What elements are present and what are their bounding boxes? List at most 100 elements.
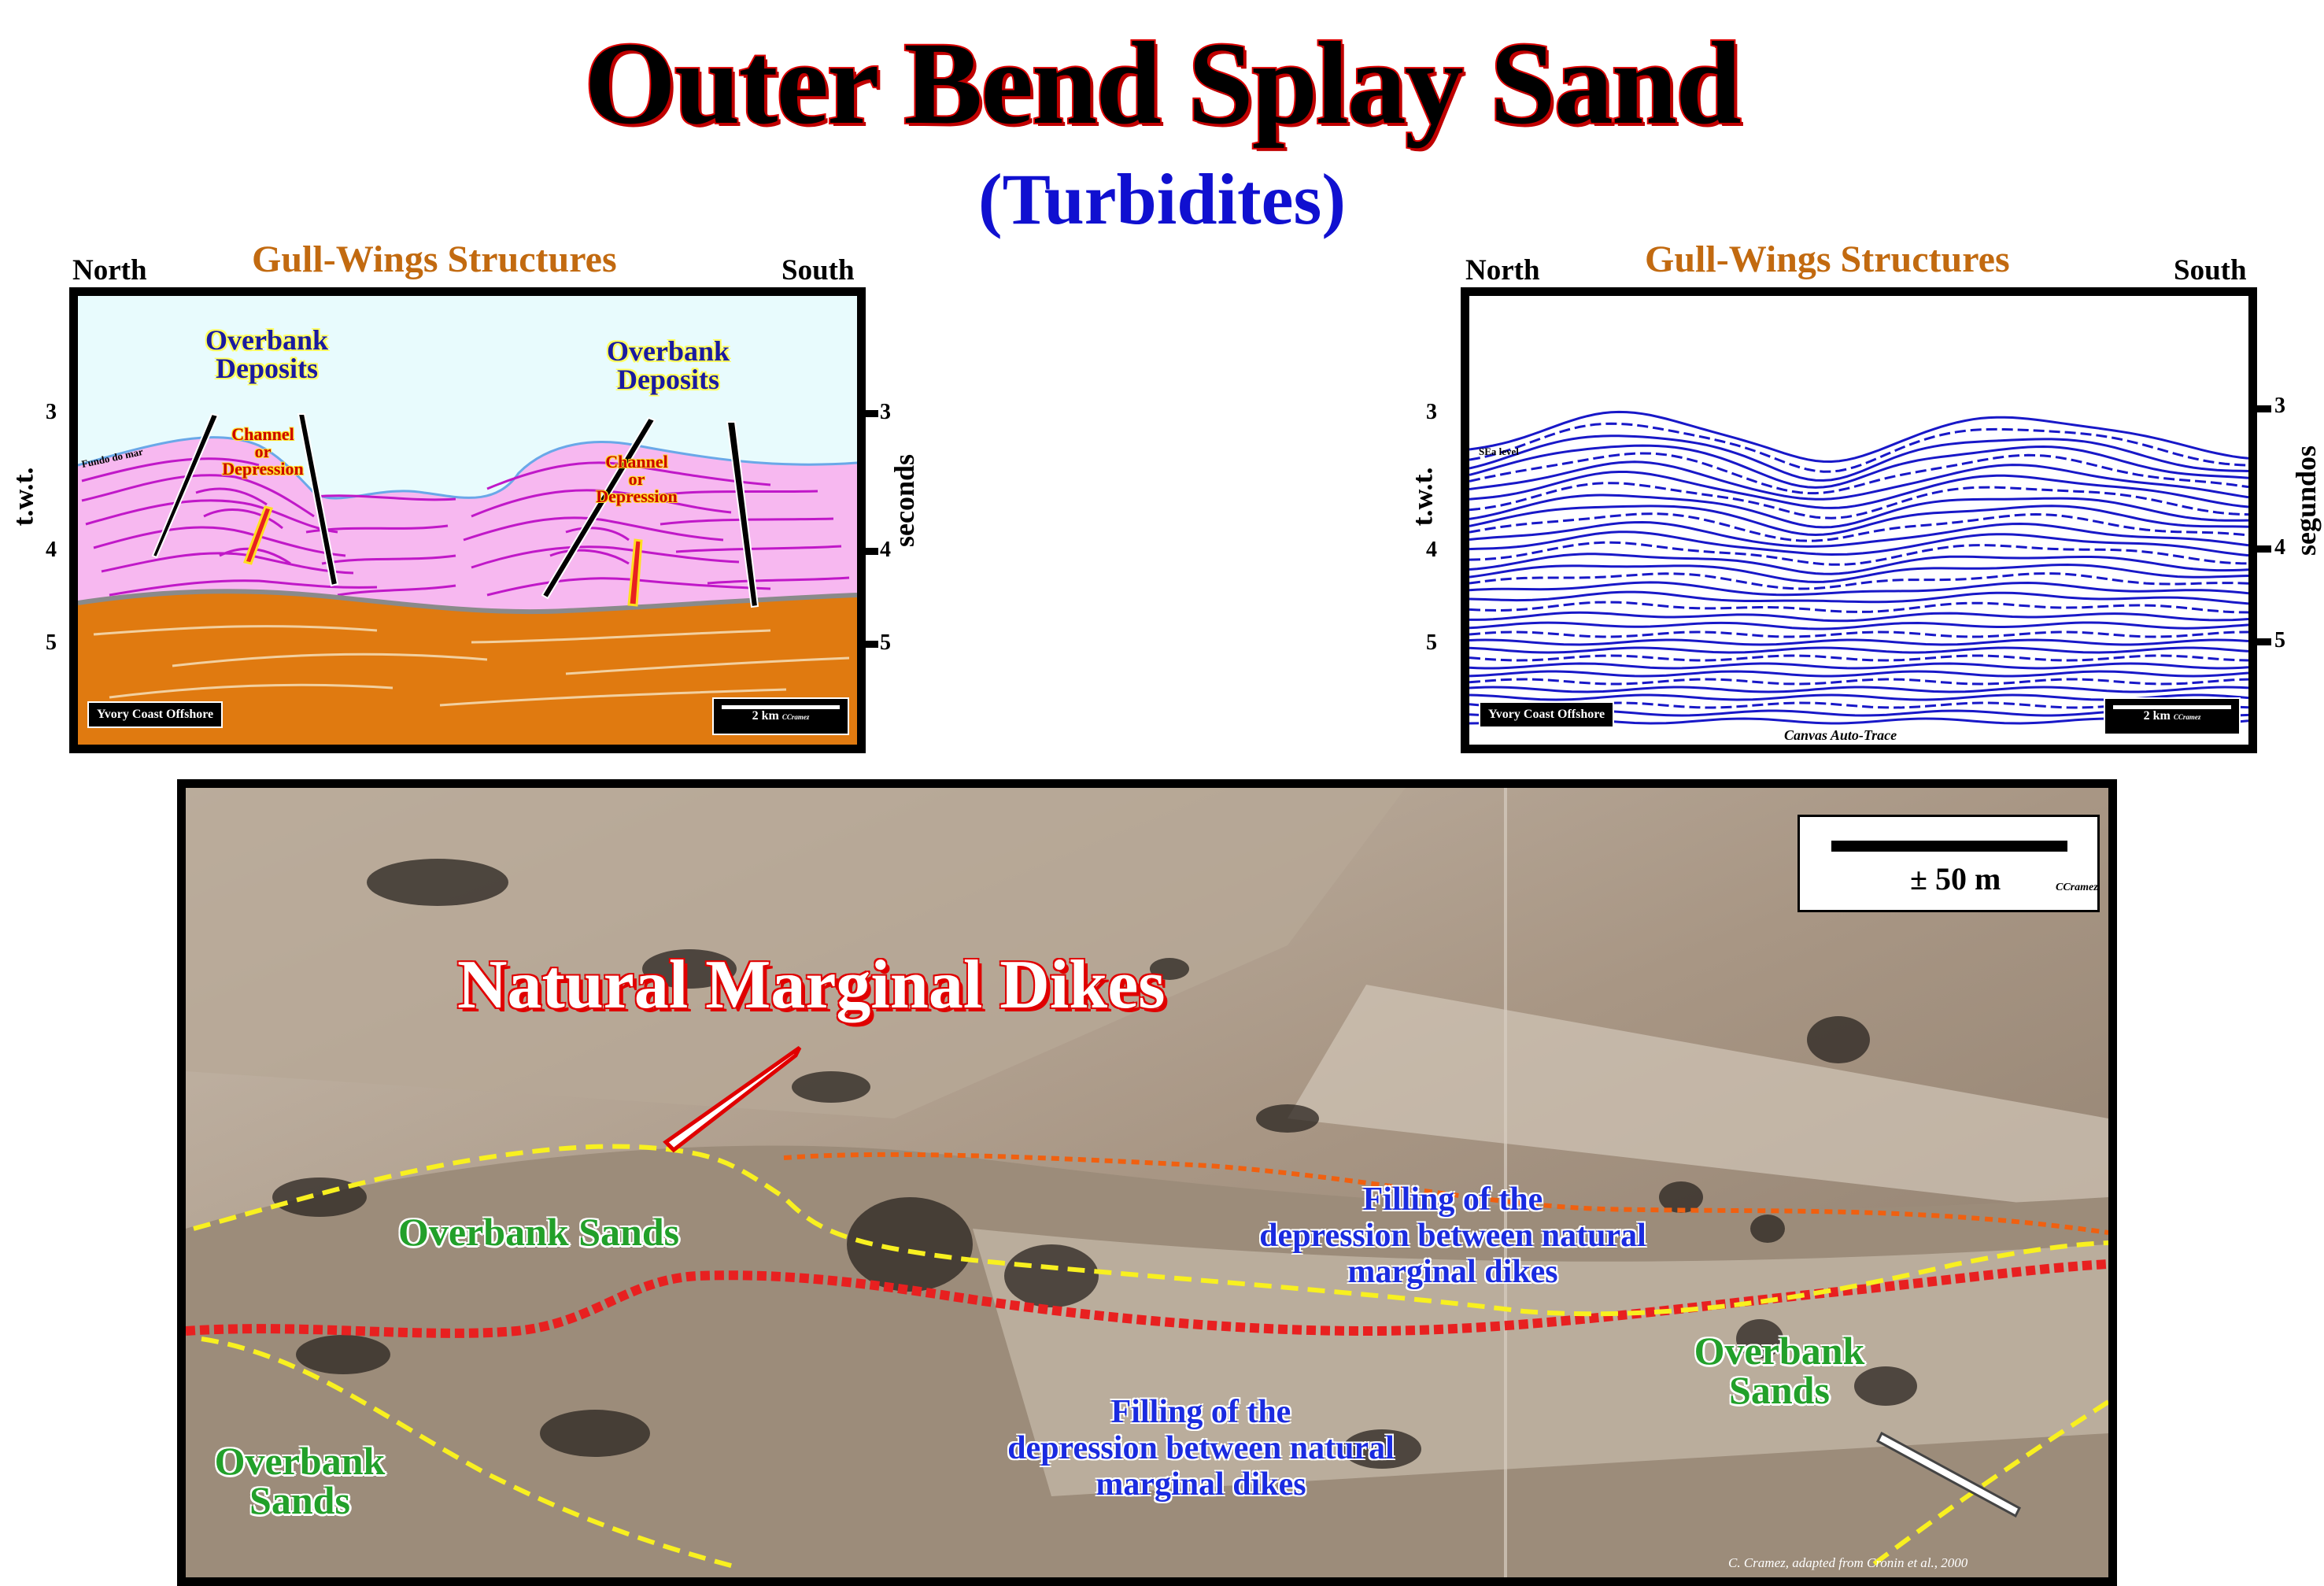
seismic-reflector xyxy=(1469,646,2248,654)
seismic-reflector xyxy=(1469,541,2248,566)
left-interpretation-drawing xyxy=(78,296,857,745)
seismic-reflector xyxy=(1469,422,2248,473)
left-location-box: Yvory Coast Offshore xyxy=(87,701,224,728)
basement-reflectors xyxy=(93,625,850,707)
basement xyxy=(78,591,857,745)
right-south-label: South xyxy=(2174,254,2247,287)
seismic-reflector xyxy=(1469,630,2248,638)
right-tick-mark-5 xyxy=(2257,638,2271,645)
seismic-reflector xyxy=(1469,531,2248,557)
outcrop-photo-panel: ± 50 m CCramez Natural Marginal Dikes Ov… xyxy=(177,779,2117,1586)
right-seismic-panel: SEa level Yvory Coast Offshore Canvas Au… xyxy=(1461,287,2257,753)
overbank-sands-top: Overbank Sands xyxy=(398,1210,680,1254)
left-tick-5: 5 xyxy=(46,630,57,655)
right-scale-credit: CCramez xyxy=(2173,713,2201,721)
arrow-overbank-1a xyxy=(151,412,220,559)
left-tick-3: 3 xyxy=(46,400,57,424)
arrow-channel-1 xyxy=(243,505,273,565)
seismic-reflector xyxy=(1469,494,2248,529)
left-tick-mark-5 xyxy=(864,641,878,648)
arrows xyxy=(151,412,759,608)
sea-level-label: SEa level xyxy=(1479,445,1519,457)
seismic-reflector xyxy=(1469,520,2248,548)
dikes-arrow xyxy=(663,1045,802,1153)
seismic-reflector xyxy=(1469,505,2248,537)
right-scale-box: 2 km CCramez xyxy=(2104,697,2241,735)
left-scale-text: 2 km xyxy=(752,709,779,723)
right-seismic-drawing xyxy=(1469,410,2248,725)
right-tick-mark-4 xyxy=(2257,545,2271,553)
seismic-reflector xyxy=(1469,581,2248,597)
right-scale-text: 2 km xyxy=(2143,709,2171,723)
yellow-line-lower-right xyxy=(1868,1399,2108,1569)
arrow-channel-2 xyxy=(627,538,643,607)
left-south-label: South xyxy=(781,254,855,287)
seismic-reflector xyxy=(1469,563,2248,583)
photo-scale-credit: CCramez xyxy=(2056,882,2098,893)
photo-credit: C. Cramez, adapted from Cronin et al., 2… xyxy=(1728,1555,1968,1570)
top-dike-line xyxy=(783,1152,2108,1235)
seismic-reflector xyxy=(1469,621,2248,630)
left-north-label: North xyxy=(72,254,147,287)
yellow-line-lower-left xyxy=(201,1336,737,1569)
seismic-reflector xyxy=(1469,471,2248,509)
seismic-reflector xyxy=(1469,601,2248,614)
seismic-reflector xyxy=(1469,572,2248,590)
seismic-reflector xyxy=(1469,686,2248,693)
right-tick-3: 3 xyxy=(1426,400,1437,424)
arrow-overbank-1b xyxy=(297,413,339,587)
right-panel-header: Gull-Wings Structures xyxy=(1645,238,2010,280)
left-y-label: t.w.t. xyxy=(7,467,39,527)
outcrop-photo xyxy=(186,788,2108,1577)
dike-base-line xyxy=(186,1259,2108,1338)
page-subtitle: (Turbidites) xyxy=(978,159,1346,239)
seismic-reflector xyxy=(1469,512,2248,542)
left-tick-3-right: 3 xyxy=(880,400,891,424)
right-tick-5: 5 xyxy=(1426,630,1437,655)
seismic-reflector xyxy=(1469,410,2248,464)
left-tick-mark-3 xyxy=(864,410,878,417)
seismic-reflector xyxy=(1469,678,2248,686)
seismic-reflector xyxy=(1469,452,2248,495)
right-y-right-label: segundos xyxy=(2290,445,2322,556)
seismic-reflector xyxy=(1469,670,2248,678)
left-panel-header: Gull-Wings Structures xyxy=(252,238,617,280)
left-scale-bar xyxy=(722,705,840,709)
right-tick-5-right: 5 xyxy=(2274,628,2285,653)
right-location-box: Yvory Coast Offshore xyxy=(1479,701,1615,728)
basement-top xyxy=(78,589,857,615)
seafloor-line xyxy=(78,436,857,500)
seismic-reflector xyxy=(1469,434,2248,482)
left-tick-mark-4 xyxy=(864,548,878,555)
page-title: Outer Bend Splay Sand xyxy=(582,17,1742,150)
seismic-reflector xyxy=(1469,460,2248,501)
photo-scale-bar xyxy=(1831,841,2067,852)
left-scale-credit: CCramez xyxy=(781,713,810,721)
seismic-reflector xyxy=(1469,482,2248,519)
right-north-label: North xyxy=(1465,254,1540,287)
seismic-traces xyxy=(1469,410,2248,725)
left-y-right-label: seconds xyxy=(889,453,921,548)
yellow-line-upper xyxy=(193,1144,2108,1317)
photo-scale-text: ± 50 m xyxy=(1910,861,2001,897)
seismic-reflector xyxy=(1469,590,2248,605)
seismic-reflector xyxy=(1469,611,2248,623)
natural-marginal-dikes-label: Natural Marginal Dikes xyxy=(456,946,1167,1025)
right-tick-mark-3 xyxy=(2257,405,2271,412)
left-tick-4-right: 4 xyxy=(880,538,891,562)
seismic-reflector xyxy=(1469,662,2248,670)
arrow-overbank-2b xyxy=(726,421,759,608)
overbank-arrow xyxy=(1876,1431,2021,1518)
seismic-reflector xyxy=(1469,638,2248,646)
photo-dark-patches xyxy=(272,859,1917,1469)
right-tick-3-right: 3 xyxy=(2274,394,2285,418)
left-tick-4: 4 xyxy=(46,538,57,562)
